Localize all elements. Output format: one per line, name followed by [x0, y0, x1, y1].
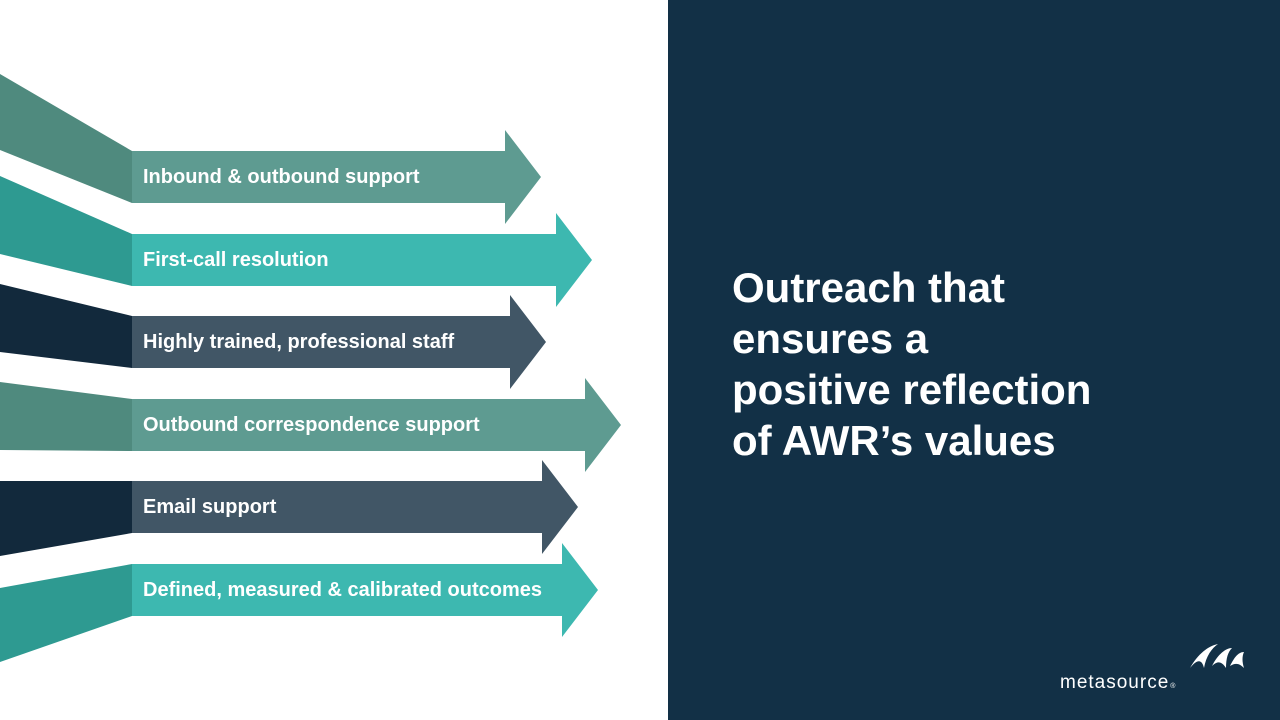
- headline-line-1: Outreach that: [732, 264, 1006, 311]
- headline: Outreach that ensures a positive reflect…: [732, 262, 1252, 466]
- metasource-wordmark: metasource®: [1060, 672, 1177, 693]
- metasource-swoosh-icon: [1190, 644, 1244, 668]
- headline-line-2: ensures a: [732, 315, 929, 362]
- arrow-6: [132, 543, 598, 637]
- arrow-label-2: First-call resolution: [143, 249, 329, 271]
- arrow-tail-5: [0, 481, 132, 556]
- arrow-tail-1: [0, 74, 132, 203]
- headline-line-3: positive reflection: [732, 366, 1092, 413]
- arrows-graphic: [0, 74, 621, 662]
- arrow-3: [132, 295, 546, 389]
- arrow-2: [132, 213, 592, 307]
- arrow-label-1: Inbound & outbound support: [143, 166, 420, 188]
- arrow-label-6: Defined, measured & calibrated outcomes: [143, 579, 543, 601]
- arrow-tail-2: [0, 176, 132, 286]
- arrow-tail-4: [0, 382, 132, 451]
- metasource-logo: metasource®: [1060, 640, 1260, 693]
- arrow-label-3: Highly trained, professional staff: [143, 331, 455, 353]
- headline-line-4: of AWR’s values: [732, 417, 1056, 464]
- arrow-1: [132, 130, 541, 224]
- arrow-5: [132, 460, 578, 554]
- arrow-label-4: Outbound correspondence support: [143, 414, 480, 436]
- arrow-label-5: Email support: [143, 496, 277, 518]
- arrow-tail-3: [0, 284, 132, 368]
- arrow-tail-6: [0, 564, 132, 662]
- headline-panel: Outreach that ensures a positive reflect…: [668, 0, 1280, 720]
- arrow-4: [132, 378, 621, 472]
